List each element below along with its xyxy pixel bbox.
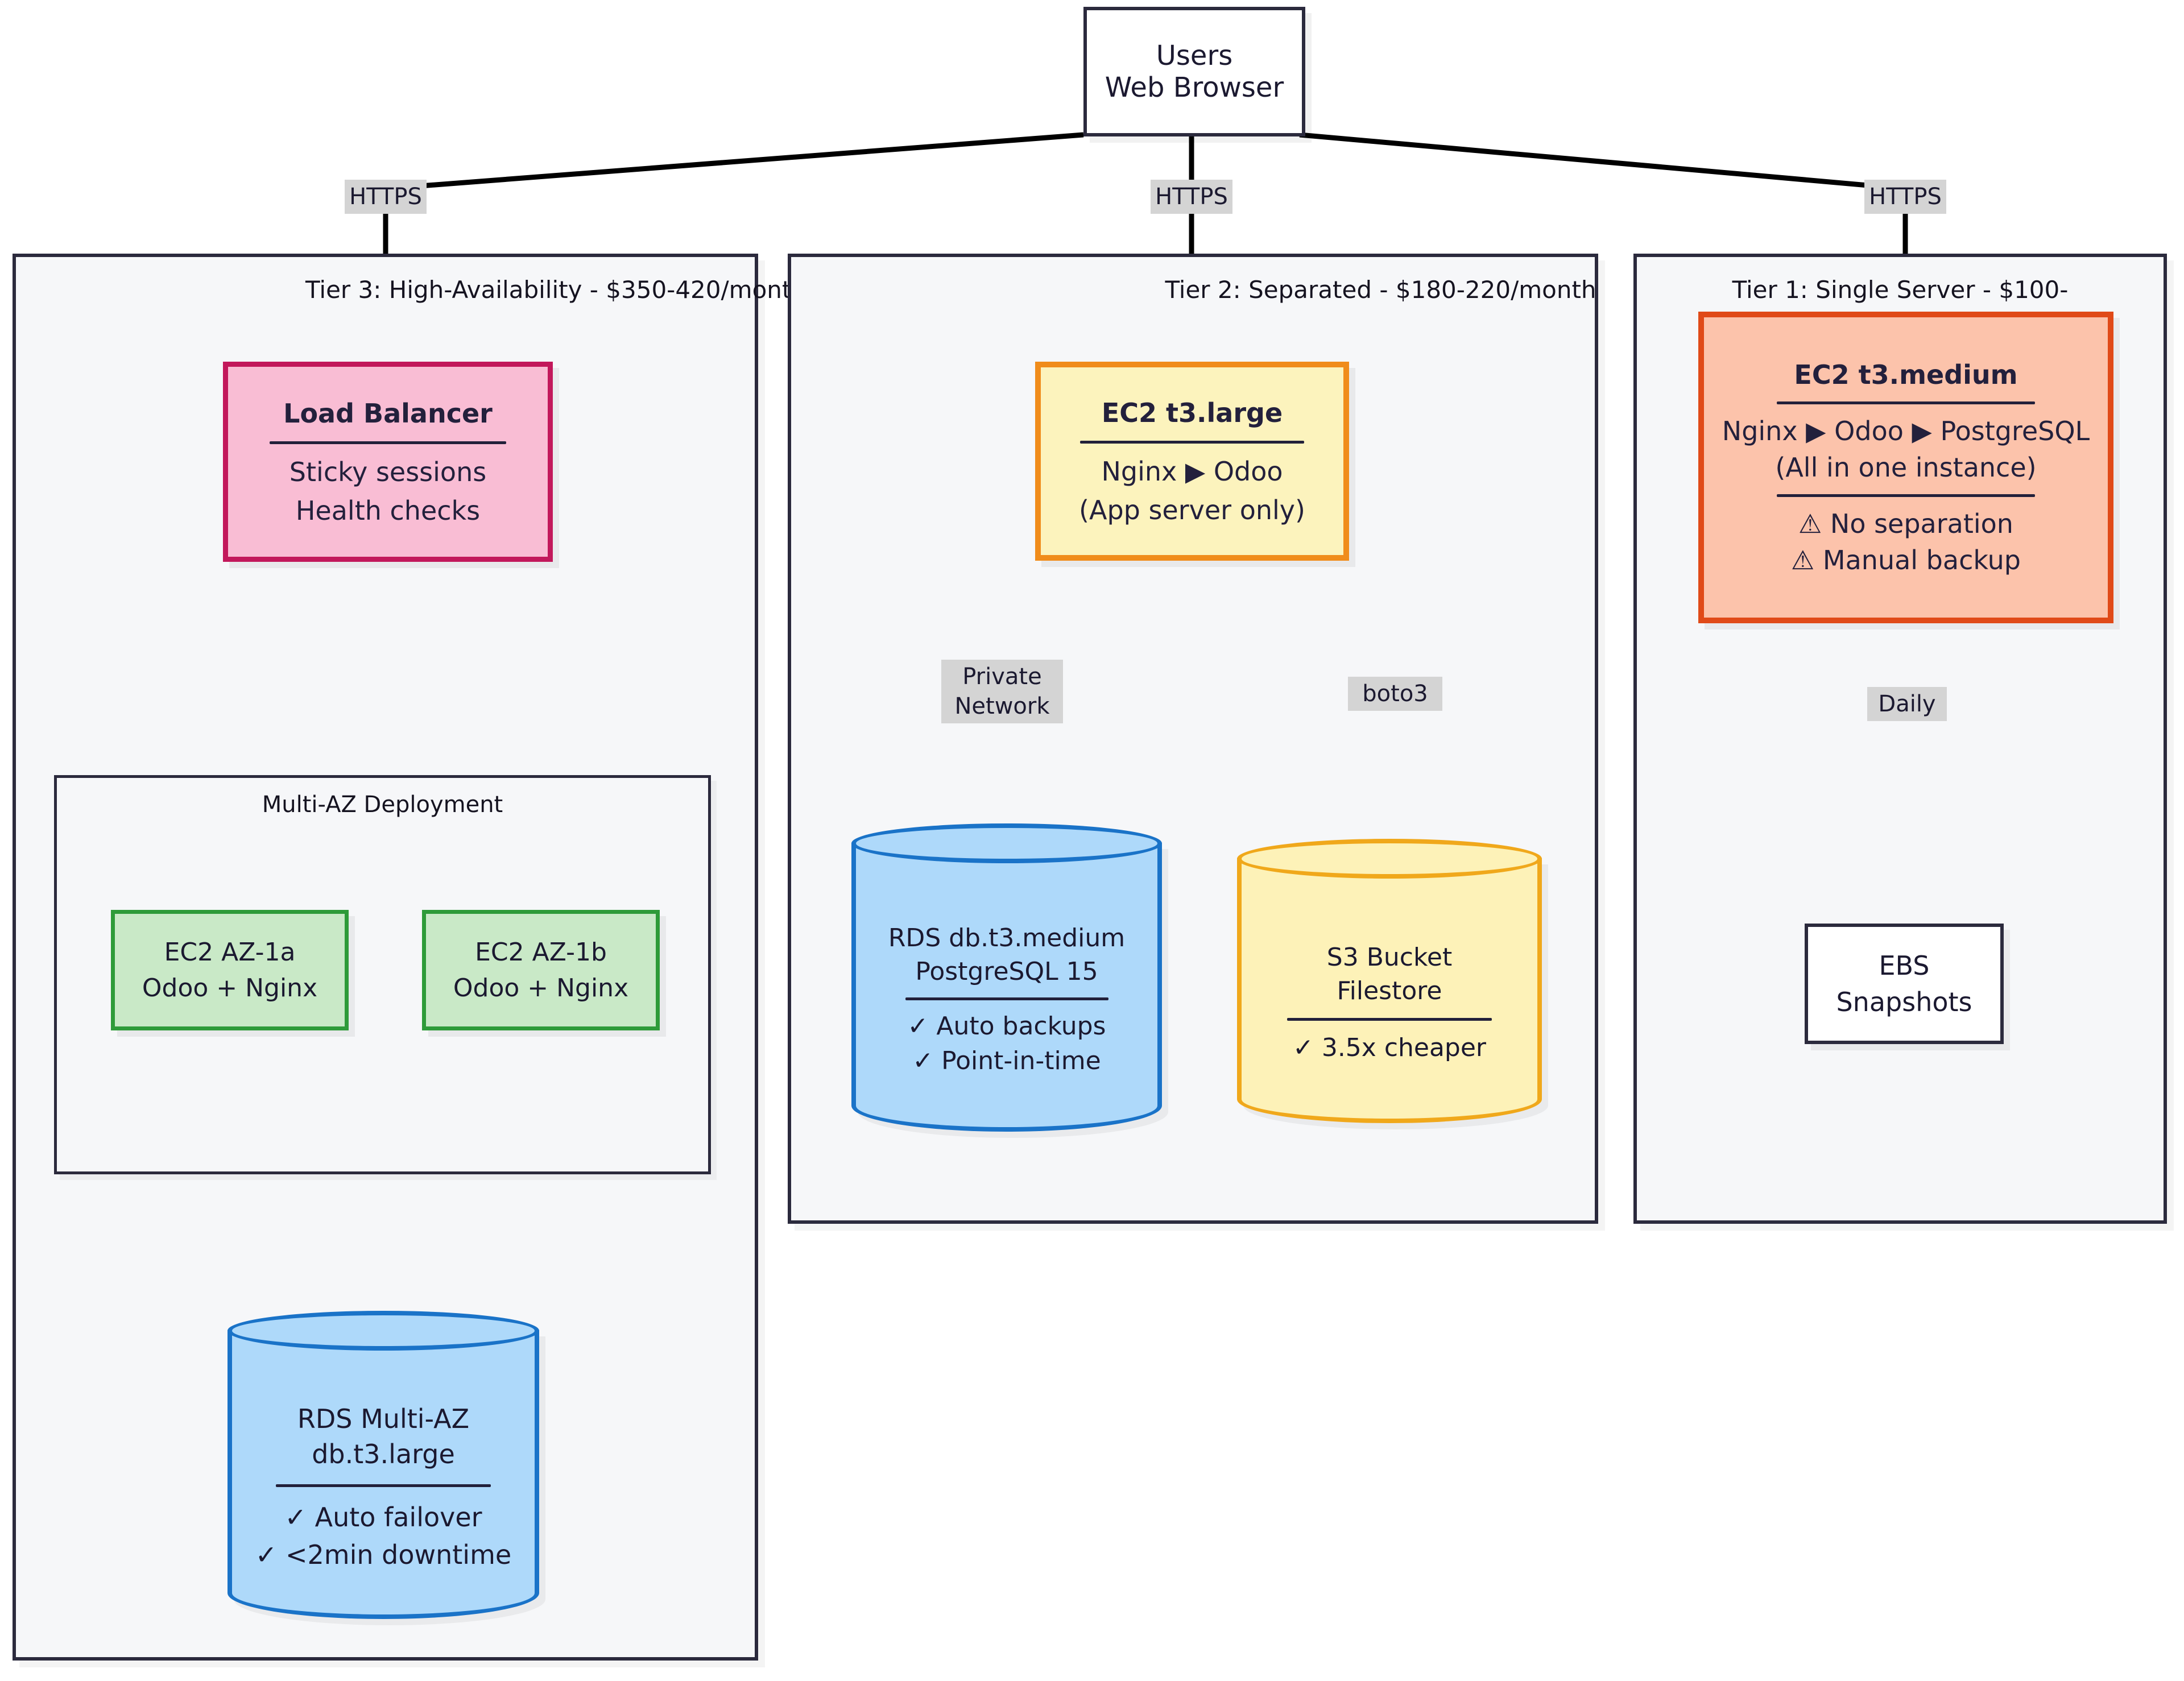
cylinder-top: [228, 1311, 539, 1351]
rds-multi-az-feature-0: ✓ Auto failover: [284, 1501, 482, 1533]
ec2-t3-medium-stack: Nginx ▶ Odoo ▶ PostgreSQL: [1722, 416, 2090, 446]
cluster-tier1-title: Tier 1: Single Server - $100-: [1732, 276, 2069, 304]
ec2-t3-medium-title: EC2 t3.medium: [1794, 359, 2018, 390]
load-balancer-title: Load Balancer: [283, 398, 493, 429]
s3-bucket-title: S3 Bucket: [1326, 943, 1453, 972]
load-balancer-feature-1: Health checks: [295, 495, 481, 526]
rds-multi-az-title: RDS Multi-AZ: [297, 1403, 470, 1434]
divider: [275, 1484, 491, 1487]
users-web-browser-node[interactable]: Users Web Browser: [1083, 7, 1305, 136]
edge-label-private-network: Private Network: [941, 660, 1063, 723]
edge-label-daily: Daily: [1867, 687, 1947, 721]
edge-label-https-right: HTTPS: [1864, 180, 1946, 214]
ec2-az-1b-title: EC2 AZ-1b: [475, 938, 607, 967]
ec2-az-1b-stack: Odoo + Nginx: [453, 974, 629, 1003]
rds-multi-az-subtitle: db.t3.large: [312, 1438, 455, 1469]
ebs-snapshots-line1: EBS: [1879, 950, 1930, 981]
divider: [905, 997, 1108, 1000]
cylinder-body: [1237, 858, 1542, 1123]
ec2-t3-medium-note: (All in one instance): [1775, 452, 2037, 483]
rds-db-t3-medium-subtitle: PostgreSQL 15: [915, 957, 1098, 986]
rds-db-t3-medium-node[interactable]: RDS db.t3.medium PostgreSQL 15 ✓ Auto ba…: [851, 823, 1162, 1132]
cylinder-body: [851, 843, 1162, 1132]
divider: [1776, 401, 2036, 404]
cluster-multi-az-title: Multi-AZ Deployment: [262, 792, 503, 818]
cylinder-top: [1237, 839, 1542, 879]
ec2-t3-large-node[interactable]: EC2 t3.large Nginx ▶ Odoo (App server on…: [1035, 362, 1349, 561]
divider: [1080, 440, 1304, 444]
ec2-t3-medium-node[interactable]: EC2 t3.medium Nginx ▶ Odoo ▶ PostgreSQL …: [1698, 312, 2113, 623]
ec2-t3-medium-warning-1: ⚠ Manual backup: [1791, 545, 2021, 575]
edge-users-tier1: [1299, 132, 1908, 245]
edge-label-https-center: HTTPS: [1151, 180, 1232, 214]
divider: [1776, 494, 2036, 497]
s3-bucket-feature-0: ✓ 3.5x cheaper: [1292, 1033, 1487, 1062]
ec2-az-1a-title: EC2 AZ-1a: [164, 938, 296, 967]
ec2-az-1a-stack: Odoo + Nginx: [142, 974, 318, 1003]
ebs-snapshots-line2: Snapshots: [1836, 987, 1972, 1017]
cylinder-top: [851, 823, 1162, 863]
ebs-snapshots-node[interactable]: EBS Snapshots: [1805, 924, 2004, 1044]
ec2-t3-large-note: (App server only): [1079, 494, 1305, 525]
rds-db-t3-medium-feature-0: ✓ Auto backups: [907, 1011, 1106, 1041]
load-balancer-node[interactable]: Load Balancer Sticky sessions Health che…: [223, 362, 553, 562]
web-browser-label: Web Browser: [1105, 72, 1284, 103]
s3-bucket-subtitle: Filestore: [1337, 976, 1442, 1005]
load-balancer-feature-0: Sticky sessions: [289, 456, 487, 487]
edge-label-boto3: boto3: [1348, 677, 1442, 711]
s3-bucket-node[interactable]: S3 Bucket Filestore ✓ 3.5x cheaper: [1237, 839, 1542, 1123]
cluster-tier3-title: Tier 3: High-Availability - $350-420/mon…: [305, 276, 806, 304]
rds-db-t3-medium-feature-1: ✓ Point-in-time: [912, 1046, 1101, 1075]
ec2-t3-large-stack: Nginx ▶ Odoo: [1101, 456, 1283, 487]
edge-label-https-left: HTTPS: [345, 180, 427, 214]
rds-multi-az-feature-1: ✓ <2min downtime: [255, 1539, 512, 1570]
cylinder-body: [228, 1330, 539, 1619]
ec2-az-1a-node[interactable]: EC2 AZ-1a Odoo + Nginx: [111, 910, 349, 1030]
ec2-t3-large-title: EC2 t3.large: [1101, 397, 1283, 428]
rds-db-t3-medium-title: RDS db.t3.medium: [888, 923, 1126, 953]
rds-multi-az-node[interactable]: RDS Multi-AZ db.t3.large ✓ Auto failover…: [228, 1311, 539, 1619]
divider: [1287, 1018, 1492, 1021]
ec2-az-1b-node[interactable]: EC2 AZ-1b Odoo + Nginx: [422, 910, 660, 1030]
users-label: Users: [1156, 40, 1233, 72]
cluster-tier2-title: Tier 2: Separated - $180-220/month: [1165, 276, 1596, 304]
divider: [270, 441, 506, 444]
ec2-t3-medium-warning-0: ⚠ No separation: [1798, 508, 2013, 539]
